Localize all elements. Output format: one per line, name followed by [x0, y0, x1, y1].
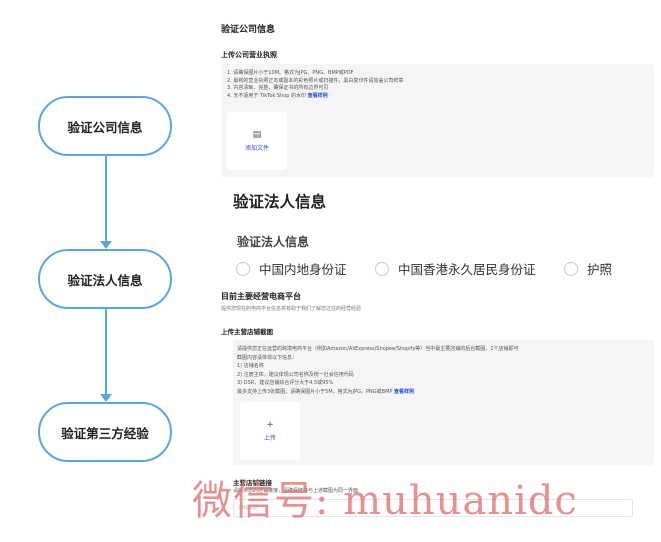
requirement-line: 3) DSR，建议店铺综合评分大于4.5或95%	[237, 380, 334, 386]
upload-icon: ▤	[252, 130, 262, 140]
requirement-line: 截图内容请体现以下信息：	[237, 354, 298, 361]
company-section-title: 验证公司信息	[221, 25, 276, 35]
flow-connector	[105, 156, 107, 242]
view-sample-link[interactable]: 查看样例	[307, 92, 328, 99]
radio-circle[interactable]	[375, 261, 389, 276]
screenshot-upload-panel: 请提供您正在运营的跨境电商平台（例如Amazon/AliExpress/Shop…	[233, 340, 654, 465]
flow-step-legal: 验证法人信息	[38, 249, 172, 309]
requirement-line: 请提供您正在运营的跨境电商平台（例如Amazon/AliExpress/Shop…	[237, 346, 519, 352]
add-file-label: 添加文件	[244, 145, 269, 152]
requirement-line: 最多支持上传3张截图，请确保图片小于5M，格式为JPG、PNG或BMP 查看样例	[237, 388, 415, 395]
upload-label: 上传	[263, 435, 276, 442]
requirement-line: 4. 无不适用于 TikTok Shop 的水印 查看样例	[227, 92, 328, 99]
requirement-line: 2. 最新的营业执照正本或副本的彩色照片或扫描件，黑白复印件请加盖公司鲜章	[227, 77, 404, 84]
flow-step-third-party: 验证第三方经验	[38, 402, 172, 462]
radio-mainland-id[interactable]: 中国内地身份证	[236, 259, 347, 278]
arrow-down-icon	[100, 394, 112, 402]
radio-circle[interactable]	[236, 261, 250, 276]
plus-icon: +	[266, 420, 274, 430]
legal-section-title: 验证法人信息	[233, 193, 327, 211]
flow-step-label: 验证第三方经验	[61, 425, 149, 441]
legal-section-subtitle: 验证法人信息	[237, 235, 310, 249]
arrow-down-icon	[100, 241, 112, 249]
license-upload-title: 上传公司营业执照	[221, 51, 277, 59]
license-upload-panel: 1. 请确保图片小于10M。格式为JPG、PNG、BMP或PDF 2. 最新的营…	[221, 64, 654, 177]
radio-label: 中国香港永久居民身份证	[398, 262, 536, 277]
add-file-button[interactable]: ▤ 添加文件	[227, 112, 287, 170]
store-link-title: 主营店铺链接	[233, 479, 272, 487]
flow-step-label: 验证法人信息	[67, 272, 143, 288]
requirement-line: 1. 请确保图片小于10M。格式为JPG、PNG、BMP或PDF	[227, 70, 354, 76]
radio-label: 护照	[587, 262, 613, 277]
license-requirements: 1. 请确保图片小于10M。格式为JPG、PNG、BMP或PDF 2. 最新的营…	[227, 70, 403, 100]
upload-screenshot-button[interactable]: + 上传	[240, 402, 300, 460]
requirement-line: 3. 内容清晰、完整，确保证书的所有边界可见	[227, 85, 329, 91]
platform-section-desc: 提供您现在的电商平台信息将有助于我们了解您过往的经营经验	[221, 306, 362, 312]
requirement-line: 1) 店铺名称	[237, 363, 264, 369]
radio-circle[interactable]	[564, 261, 578, 276]
flow-step-company: 验证公司信息	[38, 96, 172, 156]
screenshot-requirements: 请提供您正在运营的跨境电商平台（例如Amazon/AliExpress/Shop…	[237, 345, 519, 396]
store-link-desc: 请提供您的店铺链接，请确保链接与上述截图为同一界面	[233, 488, 359, 494]
platform-section-title: 目前主要经营电商平台	[221, 292, 301, 301]
radio-label: 中国内地身份证	[259, 262, 347, 277]
flow-step-label: 验证公司信息	[67, 119, 143, 135]
screenshot-upload-title: 上传主营店铺截图	[221, 328, 273, 336]
view-sample-link[interactable]: 查看样例	[394, 388, 415, 395]
requirement-line: 2) 注册主体，建议体现公司名称及统一社会信用代码	[237, 371, 354, 378]
flow-connector	[105, 309, 107, 395]
radio-hk-id[interactable]: 中国香港永久居民身份证	[375, 259, 536, 278]
radio-passport[interactable]: 护照	[564, 259, 612, 278]
watermark-text: 微信号: muhuanidc	[192, 478, 578, 524]
store-link-input[interactable]: https://	[233, 499, 633, 517]
